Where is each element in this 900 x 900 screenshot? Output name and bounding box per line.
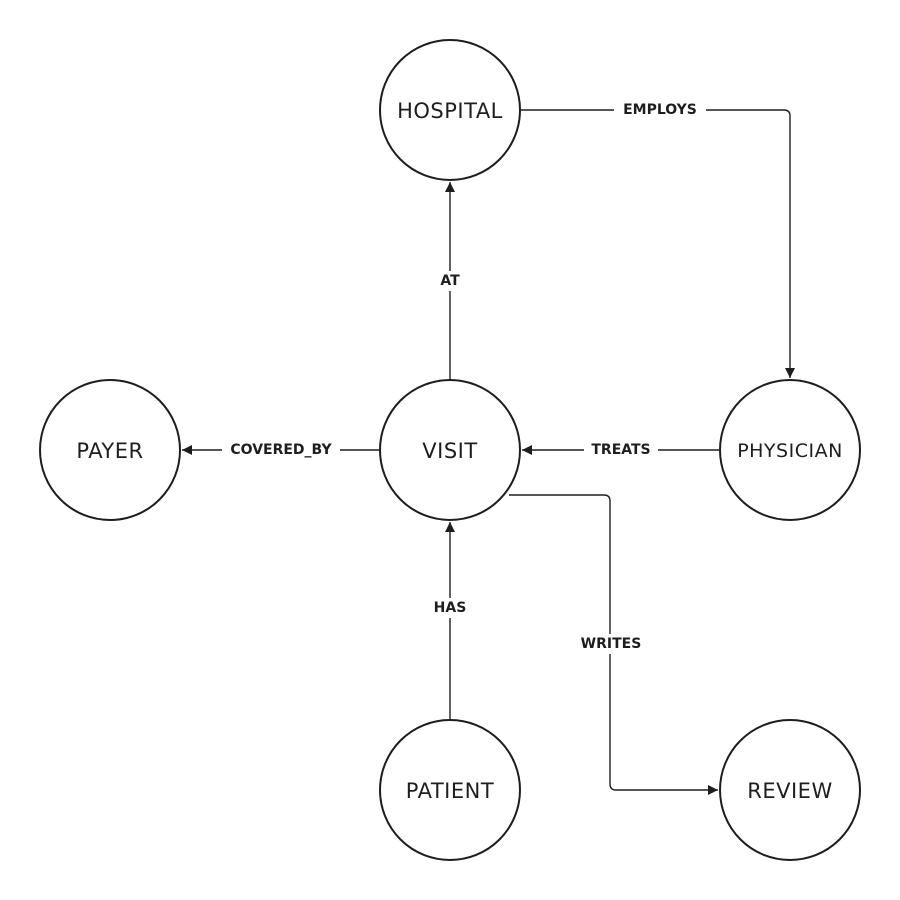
node-patient[interactable]: PATIENT <box>379 719 521 861</box>
edge-label-writes: WRITES <box>581 636 642 652</box>
edge-covered-by[interactable]: COVERED_BY <box>182 440 380 460</box>
node-label-payer: PAYER <box>76 439 143 463</box>
edge-label-employs: EMPLOYS <box>623 102 697 118</box>
edge-has[interactable]: HAS <box>432 522 468 720</box>
edge-label-covered-by: COVERED_BY <box>230 442 332 458</box>
node-label-hospital: HOSPITAL <box>397 99 503 123</box>
edge-at[interactable]: AT <box>436 182 464 380</box>
node-physician[interactable]: PHYSICIAN <box>719 379 861 521</box>
node-label-physician: PHYSICIAN <box>737 440 843 462</box>
node-payer[interactable]: PAYER <box>39 379 181 521</box>
edge-label-treats: TREATS <box>591 442 650 458</box>
edge-label-at: AT <box>440 273 460 289</box>
edge-writes[interactable]: WRITES <box>509 494 718 795</box>
node-label-patient: PATIENT <box>406 779 494 803</box>
node-review[interactable]: REVIEW <box>719 719 861 861</box>
edge-employs[interactable]: EMPLOYS <box>520 100 795 378</box>
edge-treats[interactable]: TREATS <box>522 440 720 460</box>
node-visit[interactable]: VISIT <box>379 379 521 521</box>
node-hospital[interactable]: HOSPITAL <box>379 39 521 181</box>
node-label-review: REVIEW <box>747 779 832 803</box>
edge-label-has: HAS <box>434 600 467 616</box>
node-label-visit: VISIT <box>422 439 477 463</box>
